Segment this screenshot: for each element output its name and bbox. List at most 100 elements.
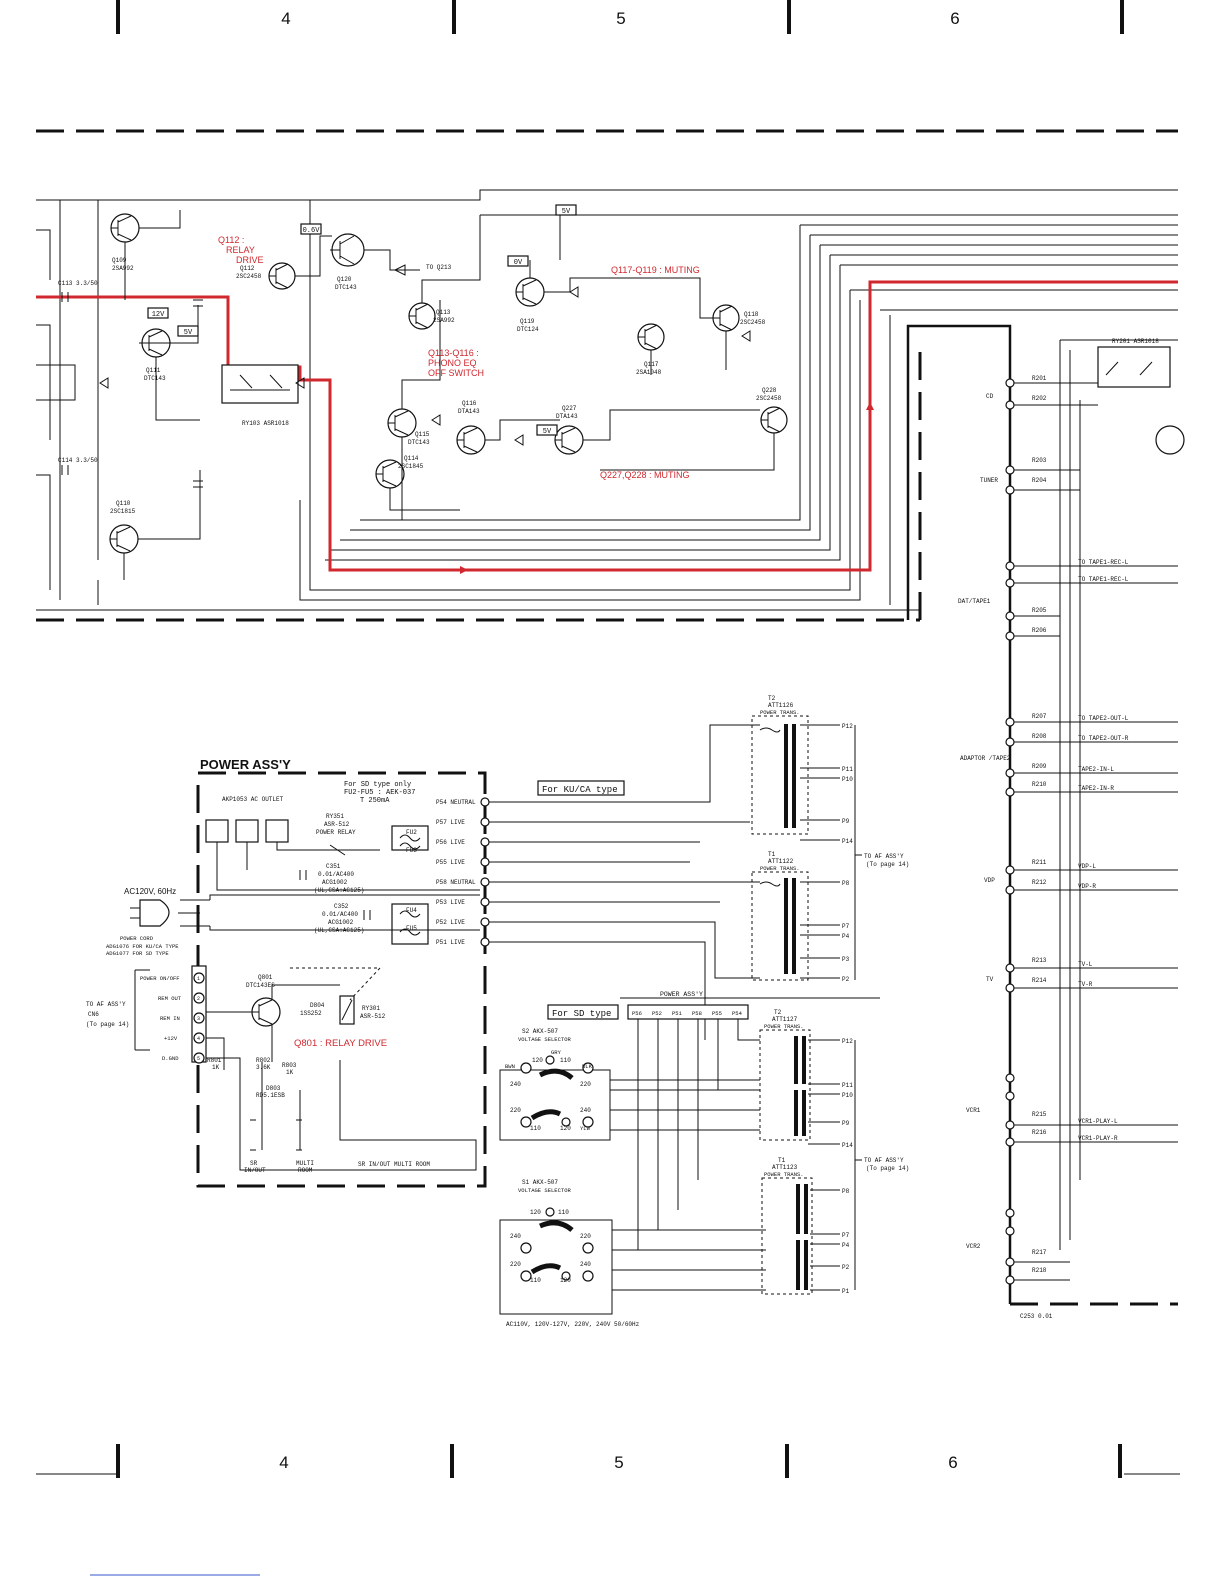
input-jacks xyxy=(1005,378,1015,1285)
c352-1: C352 xyxy=(334,903,349,910)
connector-pins: 1 2 3 4 5 POWER ON/OFF REM OUT REM IN +1… xyxy=(140,972,205,1064)
s1-val-5: 240 xyxy=(580,1261,591,1268)
relay-drive-label-2: RELAY xyxy=(226,245,255,255)
io-section: RY201 ASR1018 CD TUNER DAT/TAPE1 xyxy=(958,338,1185,1320)
relay-ry351-1: RY351 xyxy=(326,813,344,820)
pin-3-no: 3 xyxy=(197,1016,200,1022)
part-q116-type: DTA143 xyxy=(458,408,480,415)
r801-val: 1K xyxy=(212,1064,220,1071)
to-af-right-2a: TO AF ASS'Y xyxy=(864,1157,904,1164)
ps-row-2: P51 xyxy=(672,1010,683,1017)
vtag-0: 0.6V xyxy=(303,227,321,235)
transistor-q119 xyxy=(515,277,545,307)
part-q115-type: DTC143 xyxy=(408,439,430,446)
res-r209: R209 xyxy=(1032,763,1047,770)
vtag-4: 0V xyxy=(514,259,523,267)
fuse-block: FU2 FU3 FU4 FU5 xyxy=(391,825,429,945)
net-tape2-in-l: TAPE2-IN-L xyxy=(1078,766,1114,773)
fuse-fu2: FU2 xyxy=(406,829,417,836)
s1-val-1: 110 xyxy=(558,1209,569,1216)
s2-wire-ylw: YLW xyxy=(580,1125,591,1132)
res-r203: R203 xyxy=(1032,457,1047,464)
transistor-q228 xyxy=(760,406,788,434)
part-q116-id: Q116 xyxy=(462,400,477,407)
relay-ry201-label: RY201 ASR1018 xyxy=(1112,338,1159,345)
res-r216: R216 xyxy=(1032,1129,1047,1136)
to-af-left-2: CN6 xyxy=(88,1011,99,1018)
t2-ku-part: ATT1126 xyxy=(768,702,794,709)
transformer-section: For KU/CA type T2 ATT1126 POWER TRANS. P… xyxy=(489,695,909,1328)
part-q120-id: Q120 xyxy=(337,276,352,283)
c351-2: 0.01/AC400 xyxy=(318,871,354,878)
ry301-id: RY301 xyxy=(362,1005,380,1012)
t2-ku-out-1: P11 xyxy=(842,766,853,773)
t2-sd-out-4: P14 xyxy=(842,1142,853,1149)
transistor-q118 xyxy=(712,304,740,332)
fuse-fu3: FU3 xyxy=(406,847,417,854)
t2-ku-out-4: P14 xyxy=(842,838,853,845)
part-q227-type: DTA143 xyxy=(556,413,578,420)
t2-sd-part: ATT1127 xyxy=(772,1016,798,1023)
c253-label: C253 0.01 xyxy=(1020,1313,1053,1320)
zone-number-top-4: 4 xyxy=(281,9,290,28)
res-r212: R212 xyxy=(1032,879,1047,886)
part-q109-id: Q109 xyxy=(112,257,127,264)
sd-type-label: For SD type xyxy=(552,1009,611,1019)
q801-relay-drive-label: Q801 : RELAY DRIVE xyxy=(294,1038,387,1049)
part-q118-type: 2SC2458 xyxy=(740,319,766,326)
net-tv-l: TV-L xyxy=(1078,961,1093,968)
q801-id: Q801 xyxy=(258,974,273,981)
to-af-left-1: TO AF ASS'Y xyxy=(86,1001,126,1008)
s2-val-1: 110 xyxy=(560,1057,571,1064)
r803-id: R803 xyxy=(282,1062,297,1069)
part-q118-id: Q118 xyxy=(744,311,759,318)
transistor-q227 xyxy=(554,425,584,455)
res-r206: R206 xyxy=(1032,627,1047,634)
bottom-note: SR IN/OUT MULTI ROOM xyxy=(358,1161,430,1168)
ac-voltages-label: AC110V, 120V-127V, 220V, 240V 50/60Hz xyxy=(506,1321,640,1328)
input-tuner: TUNER xyxy=(980,477,998,484)
transistor-q120 xyxy=(330,233,365,267)
to-af-right-2b: (To page 14) xyxy=(866,1165,909,1172)
t1-ku-out-1: P7 xyxy=(842,923,850,930)
ps-row-1: P52 xyxy=(652,1010,662,1017)
pin-2-no: 2 xyxy=(197,996,200,1002)
s2-val-2: 240 xyxy=(510,1081,521,1088)
sd-note-2: FU2-FU5 : AEK-037 xyxy=(344,789,415,797)
d804-id: D804 xyxy=(310,1002,325,1009)
c351-3: ACG1002 xyxy=(322,879,348,886)
voltage-selector-s1: S1 AKX-507 VOLTAGE SELECTOR 120 110 240 … xyxy=(499,1179,613,1315)
sd-note-1: For SD type only xyxy=(344,781,411,789)
net-tape1-rec-r: TO TAPE1-REC-L xyxy=(1078,576,1129,583)
d804-type: 1SS252 xyxy=(300,1010,322,1017)
c113-label: C113 3.3/50 xyxy=(58,280,98,287)
input-vcr1: VCR1 xyxy=(966,1107,981,1114)
sr-1: SR xyxy=(250,1160,258,1167)
res-r205: R205 xyxy=(1032,607,1047,614)
voltage-tags: 0.6V 5V 12V 5V 0V 5V xyxy=(147,204,577,436)
transistor-q115 xyxy=(387,408,417,438)
net-vcr1-play-l: VCR1-PLAY-L xyxy=(1078,1118,1118,1125)
relay-ry103 xyxy=(221,364,299,404)
t1-ku-id: T1 xyxy=(768,851,776,858)
part-q114-id: Q114 xyxy=(404,455,419,462)
part-q115-id: Q115 xyxy=(415,431,430,438)
part-q110-id: Q110 xyxy=(116,500,131,507)
relay-drive-label-1: Q112 : xyxy=(218,235,244,245)
vtag-2: 12V xyxy=(152,311,165,319)
r802-val: 3.6K xyxy=(256,1064,271,1071)
part-q227-id: Q227 xyxy=(562,405,577,412)
transistor-q110 xyxy=(109,524,139,554)
ps-row-4: P55 xyxy=(712,1010,722,1017)
part-q119-id: Q119 xyxy=(520,318,535,325)
s1-val-3: 220 xyxy=(580,1233,591,1240)
transformer-t1-sd: T1 ATT1123 POWER TRANS. P8 P7 P4 P2 P1 xyxy=(761,1157,850,1295)
relay-ry351-2: ASR-512 xyxy=(324,821,350,828)
s2-val-3: 220 xyxy=(580,1081,591,1088)
signal-section: 0.6V 5V 12V 5V 0V 5V Q112 : RELAY DRIVE … xyxy=(36,189,1178,1304)
power-assy-2-label: POWER ASS'Y xyxy=(660,991,703,998)
zone-ruler-top: 4 5 6 xyxy=(116,0,1124,34)
transistor-q113 xyxy=(408,302,436,330)
res-r217: R217 xyxy=(1032,1249,1047,1256)
